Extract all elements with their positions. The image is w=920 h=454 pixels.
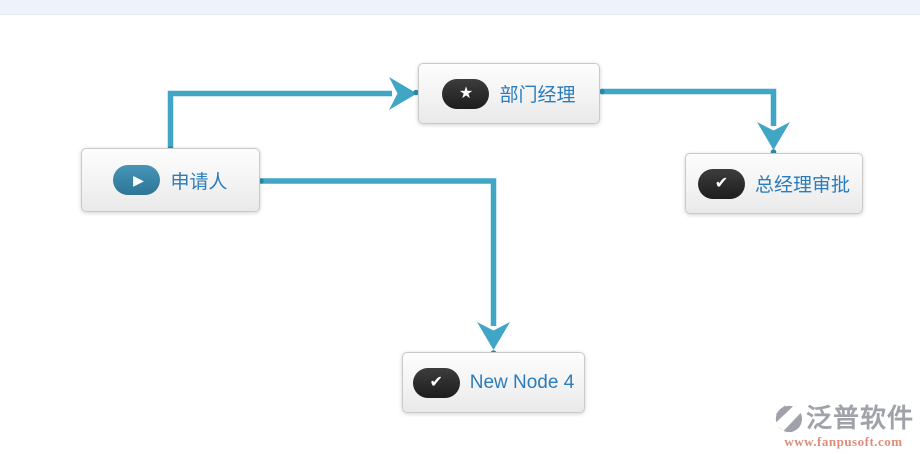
play-icon: ▶ [113,165,161,195]
connector-start-to-node4[interactable] [261,178,510,350]
node-label: New Node 4 [469,371,575,393]
workflow-node-start[interactable]: ▶ 申请人 [81,148,260,212]
workflow-node-gm-approval[interactable]: ✔ 总经理审批 [685,153,863,214]
node-label: 部门经理 [499,85,576,106]
node-label: 申请人 [170,171,228,193]
check-icon: ✔ [412,367,460,398]
workflow-node-dept-manager[interactable]: ★ 部门经理 [418,63,600,124]
connector-start-to-dept[interactable] [167,77,418,150]
node-label: 总经理审批 [754,175,850,196]
check-icon: ✔ [697,168,745,199]
check-glyph: ✔ [429,373,443,391]
workflow-node-new-node-4[interactable]: ✔ New Node 4 [402,352,585,413]
star-glyph: ★ [458,84,474,102]
connection-anchors [167,88,777,356]
top-strip [0,0,920,15]
play-glyph: ▶ [133,172,144,188]
connector-dept-to-gm[interactable] [601,88,790,151]
check-glyph: ✔ [714,174,729,192]
star-icon: ★ [442,78,490,109]
